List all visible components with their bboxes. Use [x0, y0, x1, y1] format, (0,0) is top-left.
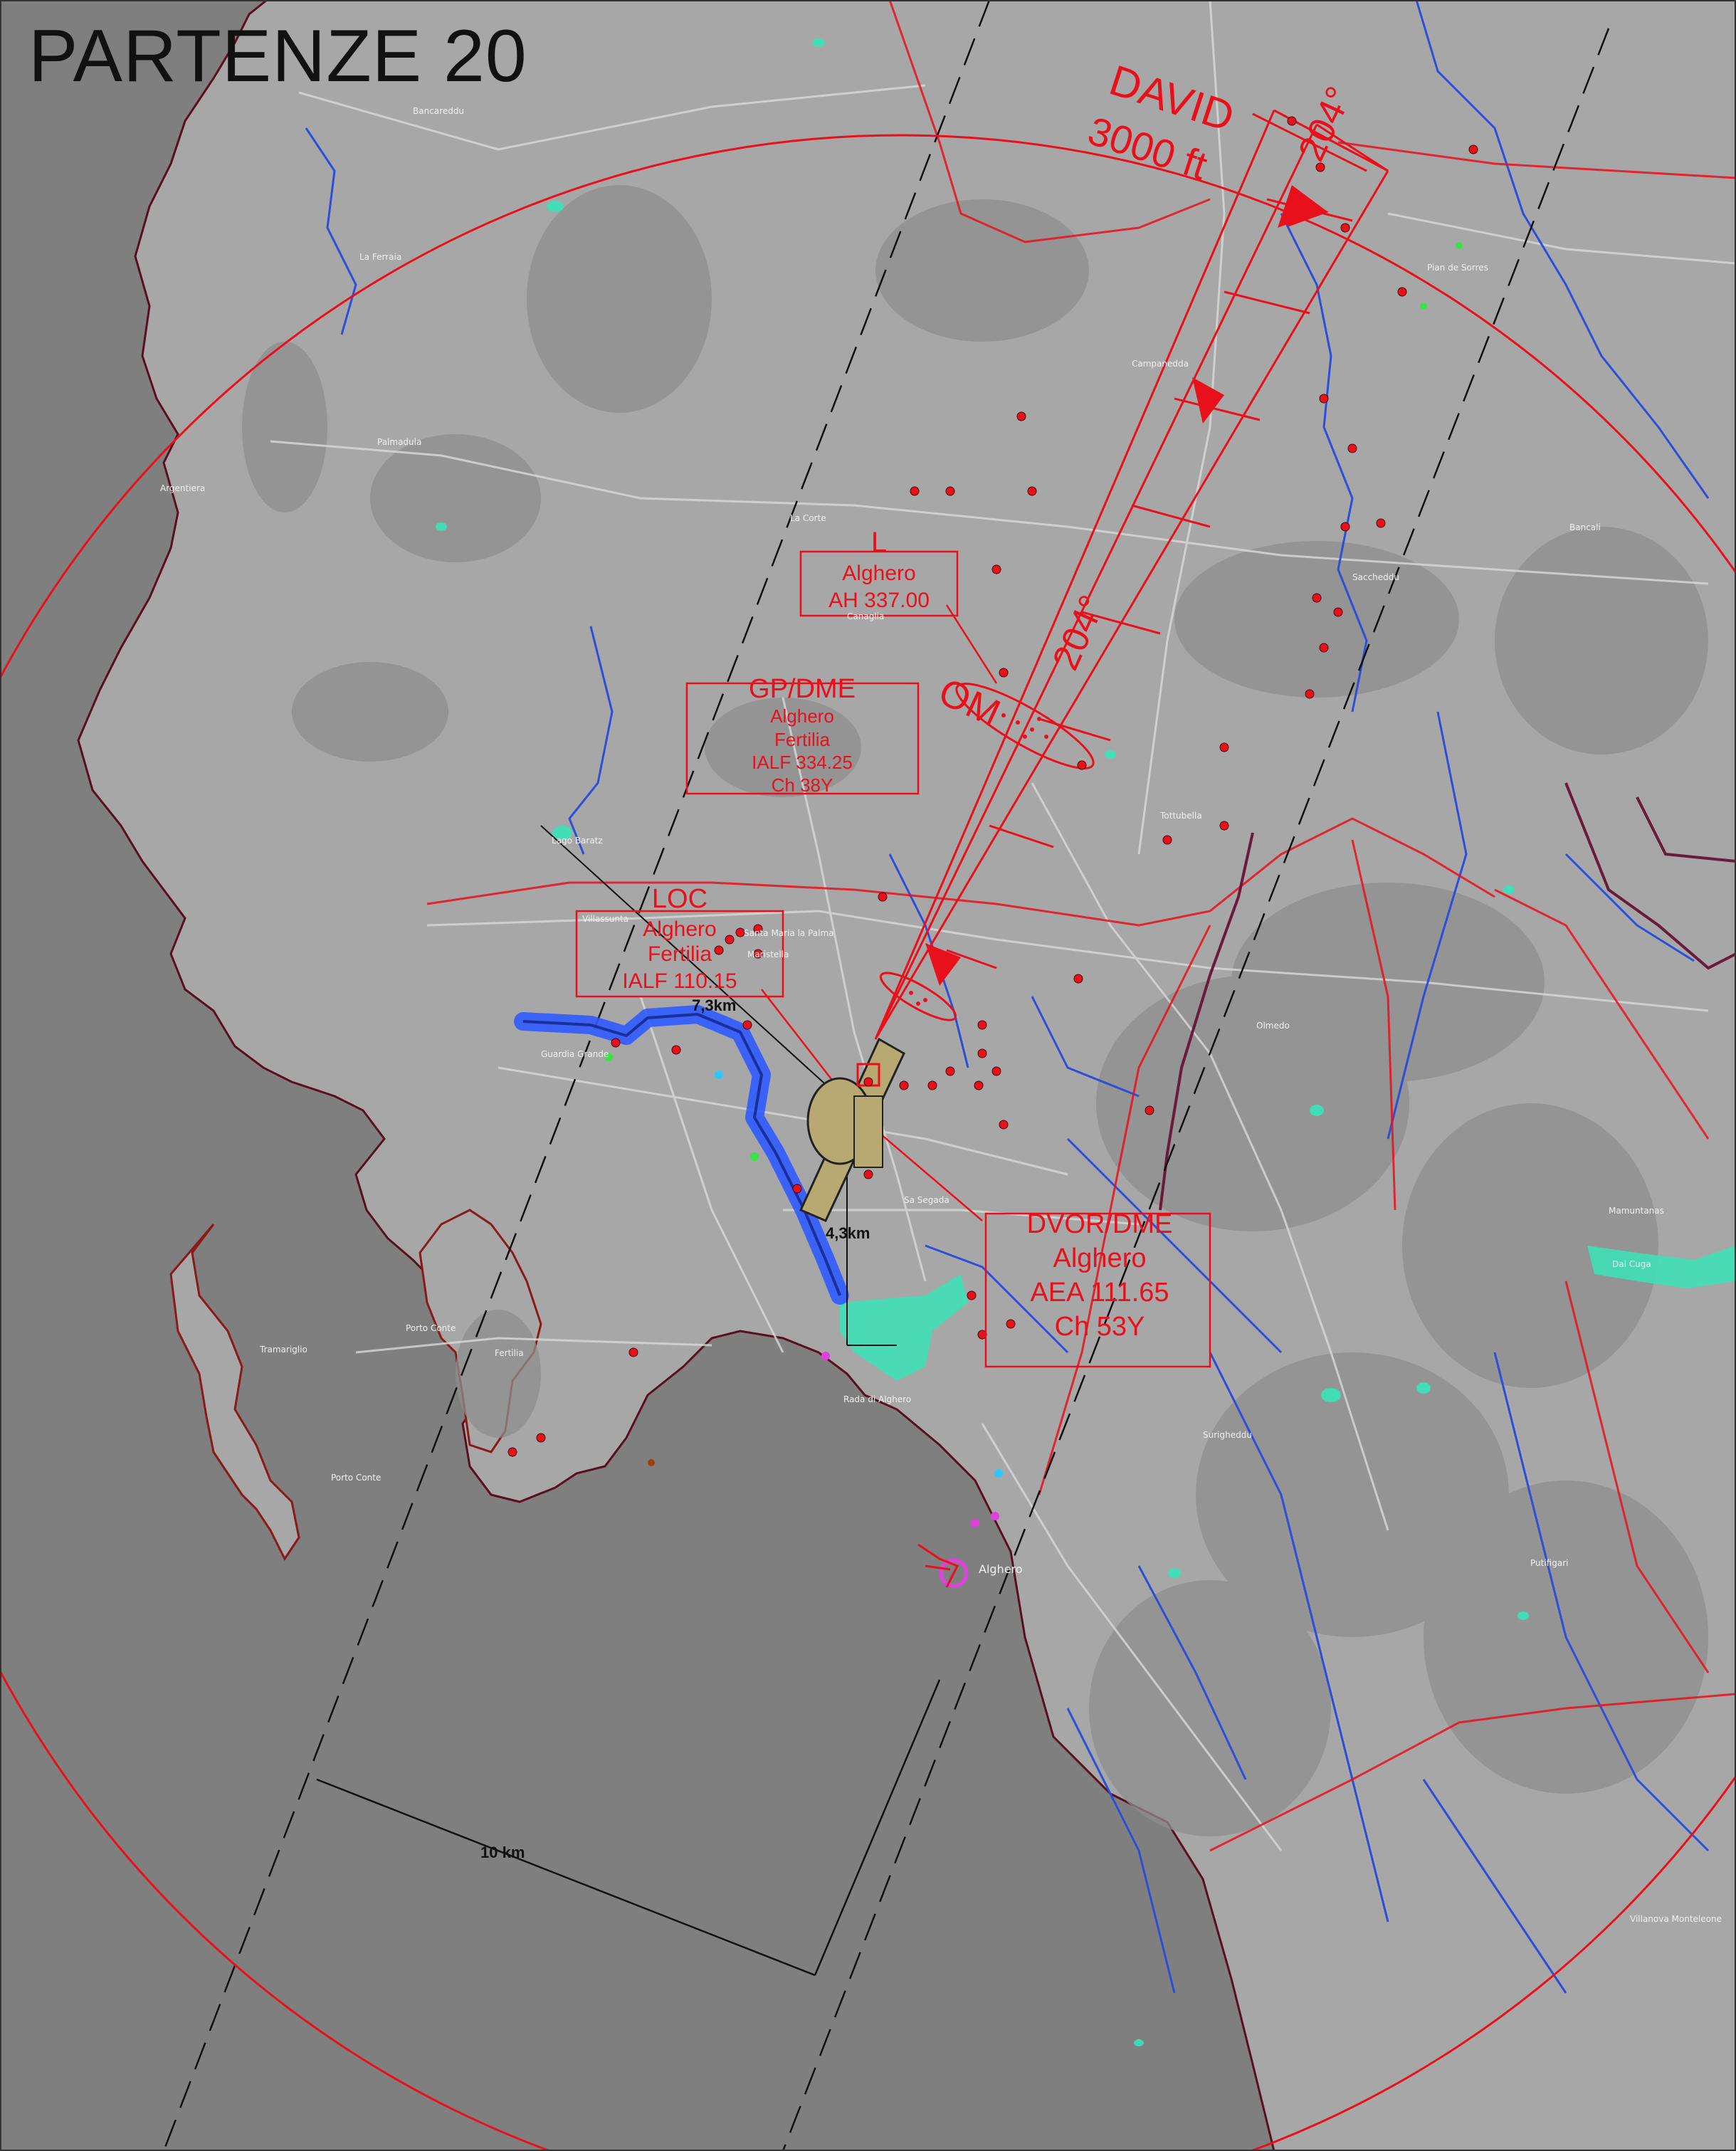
place-saccheddu: Saccheddu	[1352, 572, 1399, 582]
departure-track-core	[522, 1013, 841, 1296]
place-pian-de-sorres: Pian de Sorres	[1427, 263, 1488, 273]
place-bancali: Bancali	[1569, 522, 1601, 532]
marker-dots	[909, 713, 1048, 1006]
gp-dme-freq: IALF 334.25	[752, 752, 853, 773]
province-boundary	[1159, 782, 1736, 1211]
place-argentiera: Argentiera	[160, 483, 205, 493]
water-spots	[436, 38, 1529, 2046]
place-santa-maria-la-palma: Santa Maria la Palma	[744, 928, 834, 938]
loc-type: LOC	[652, 884, 707, 914]
dvor-type: DVOR/DME	[1027, 1209, 1173, 1239]
place-tramariglio: Tramariglio	[259, 1345, 307, 1355]
scale-10km: 10 km	[480, 1844, 525, 1861]
relief	[242, 185, 1708, 1836]
range-circle	[0, 134, 1736, 2151]
marker-ellipses	[879, 683, 1095, 1021]
dvor-name: Alghero	[1053, 1243, 1147, 1273]
gp-dme-name2: Fertilia	[774, 729, 831, 750]
loc-name: Alghero	[643, 917, 716, 941]
place-mamuntanas: Mamuntanas	[1609, 1206, 1664, 1216]
place-canaglia: Canaglia	[847, 611, 884, 621]
locator-type: L	[871, 527, 887, 558]
dvor-freq: AEA 111.65	[1030, 1278, 1169, 1308]
distance-4-3km: 4,3km	[826, 1224, 870, 1242]
navaid-boxes	[575, 550, 1211, 1368]
place-putifigari: Putifigari	[1530, 1558, 1568, 1568]
extended-centerlines	[162, 0, 1610, 2151]
place-tottubella: Tottubella	[1159, 811, 1202, 821]
loc-freq: IALF 110.15	[622, 969, 737, 993]
place-porto-conte: Porto Conte	[406, 1323, 456, 1333]
place-campanedda: Campanedda	[1132, 359, 1189, 369]
airport	[799, 1037, 905, 1222]
gp-dme-type: GP/DME	[749, 674, 856, 704]
dvor-channel: Ch 53Y	[1055, 1312, 1145, 1342]
place-lago-baratz: Lago Baratz	[552, 836, 603, 846]
place-surigheddu: Surigheddu	[1203, 1430, 1252, 1440]
place-palmadula: Palmadula	[377, 437, 421, 447]
place-olmedo: Olmedo	[1256, 1021, 1290, 1031]
lake-dal-cuga	[1587, 1246, 1736, 1288]
locator-freq: AH 337.00	[828, 589, 930, 612]
lagoon	[840, 1274, 968, 1381]
place-sa-segada: Sa Segada	[904, 1195, 949, 1205]
gp-dme-name: Alghero	[770, 705, 834, 727]
scale-box	[316, 1679, 941, 1977]
distance-labels: 7,3km 4,3km 10 km	[480, 996, 870, 1861]
place-bancareddu: Bancareddu	[413, 106, 464, 116]
distance-7-3km: 7,3km	[692, 996, 736, 1014]
place-la-ferraia: La Ferraia	[359, 252, 401, 262]
obstacle-dots	[507, 116, 1478, 1457]
place-guardia-grande: Guardia Grande	[541, 1049, 609, 1059]
peninsula-west	[169, 1224, 300, 1561]
admin-boundaries	[426, 0, 1736, 1852]
rivers	[305, 0, 1710, 1994]
other-dots	[604, 242, 1463, 1588]
place-labels: Bancareddu La Ferraia Palmadula Argentie…	[160, 106, 1722, 1924]
david-waypoint-triangle	[1287, 191, 1329, 228]
place-dal-cuga: Dal Cuga	[1612, 1259, 1651, 1269]
gp-dme-channel: Ch 38Y	[772, 774, 833, 796]
page-title: PARTENZE 20	[28, 15, 527, 98]
place-maristella: Maristella	[747, 950, 789, 959]
place-villassunta: Villassunta	[582, 914, 628, 924]
place-fertilia: Fertilia	[495, 1348, 524, 1358]
place-rada-di-alghero: Rada di Alghero	[843, 1394, 911, 1404]
approach-corridor	[874, 109, 1389, 1040]
loc-name2: Fertilia	[648, 942, 712, 966]
place-alghero: Alghero	[979, 1562, 1023, 1576]
place-porto-conte-2: Porto Conte	[331, 1473, 381, 1483]
place-la-corte: La Corte	[790, 513, 826, 523]
locator-name: Alghero	[842, 562, 915, 585]
place-villanova-monteleone: Villanova Monteleone	[1630, 1914, 1722, 1924]
alghero-harbour	[917, 1543, 959, 1588]
